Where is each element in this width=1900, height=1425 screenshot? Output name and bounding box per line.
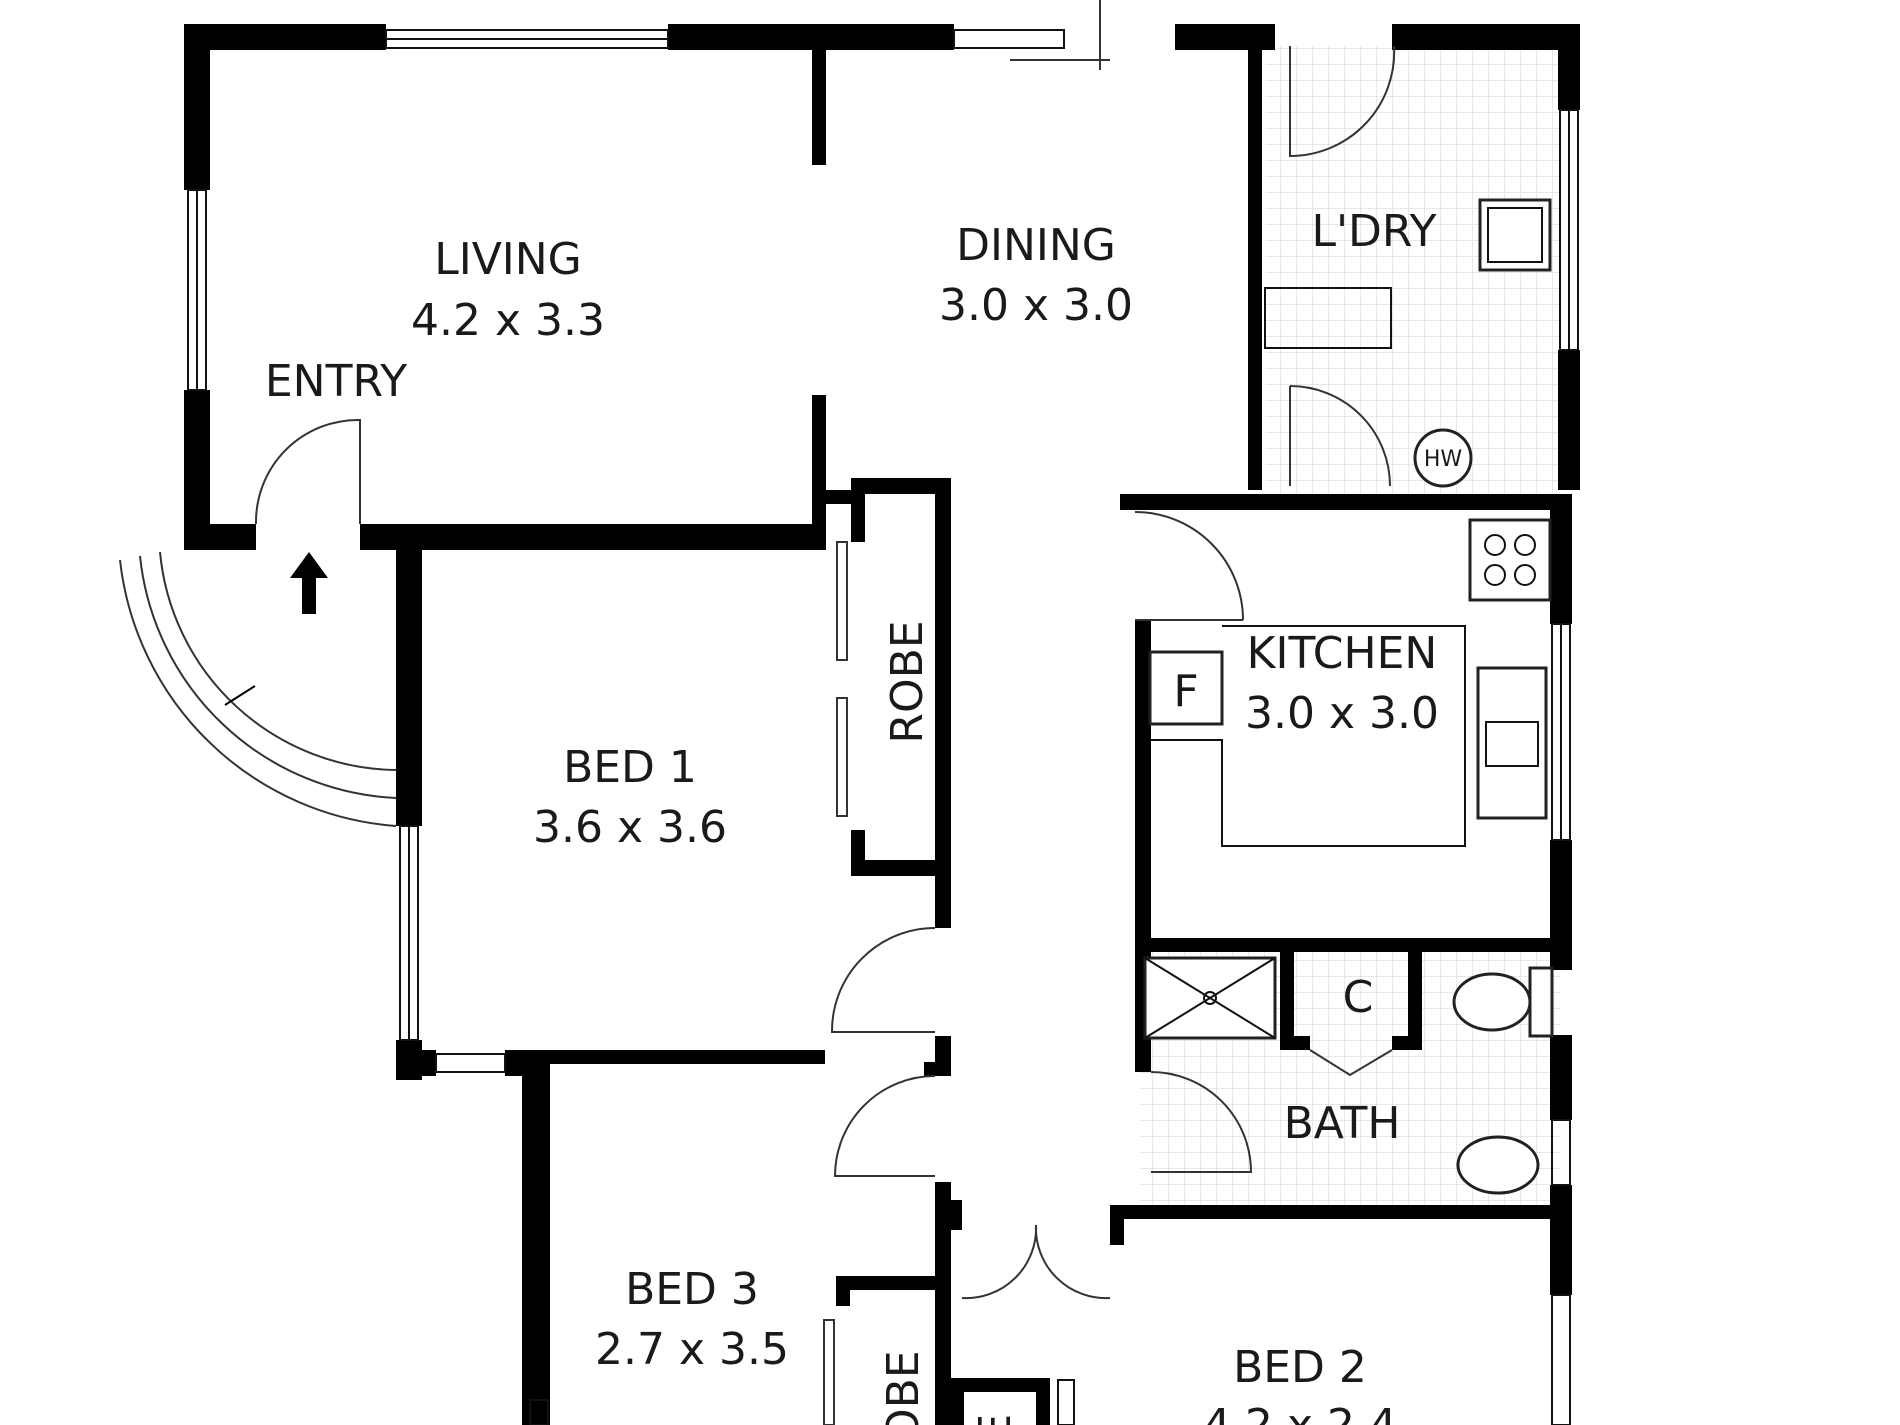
basin-icon (1456, 1135, 1540, 1195)
living-size: 4.2 x 3.3 (411, 295, 605, 346)
hot-water-icon (1413, 428, 1473, 488)
windows (187, 29, 1579, 1425)
bed1-size: 3.6 x 3.6 (533, 802, 727, 853)
linen-label: LE (970, 1414, 1021, 1425)
living-name: LIVING (434, 234, 582, 285)
toilet-icon (1452, 972, 1532, 1032)
kitchen-name: KITCHEN (1247, 628, 1438, 679)
robe-sliders (823, 541, 848, 1425)
bed3-size: 2.7 x 3.5 (595, 1324, 789, 1375)
laundry-name: L'DRY (1311, 206, 1436, 257)
bed3-name: BED 3 (625, 1264, 759, 1315)
kitchen-size: 3.0 x 3.0 (1245, 688, 1439, 739)
cooktop-icon (1468, 518, 1552, 602)
bed2-name: BED 2 (1233, 1342, 1367, 1393)
hot-water-label: HW (1424, 447, 1463, 472)
entry-name: ENTRY (265, 356, 407, 407)
walls (184, 24, 1580, 1425)
bed1-name: BED 1 (563, 742, 697, 793)
laundry-tiles (1266, 46, 1560, 502)
entry-arrow-icon (290, 552, 328, 614)
fridge-label: F (1173, 666, 1198, 717)
room-labels: LIVING 4.2 x 3.3 DINING 3.0 x 3.0 ENTRY … (265, 206, 1463, 1425)
laundry-tub-icon (1478, 198, 1552, 272)
bath-name: BATH (1284, 1098, 1401, 1149)
doors (119, 0, 1396, 1300)
bed3-robe-label: ROBE (878, 1350, 929, 1425)
bed1-robe-label: ROBE (882, 620, 933, 743)
kitchen-sink-icon (1476, 666, 1548, 820)
fixtures (224, 198, 1554, 1195)
dining-name: DINING (956, 220, 1116, 271)
bath-cupboard-label: C (1343, 972, 1374, 1023)
dining-size: 3.0 x 3.0 (939, 280, 1133, 331)
fridge-box (1148, 650, 1224, 726)
bed2-size: 4.2 x 2.4 (1203, 1400, 1397, 1425)
